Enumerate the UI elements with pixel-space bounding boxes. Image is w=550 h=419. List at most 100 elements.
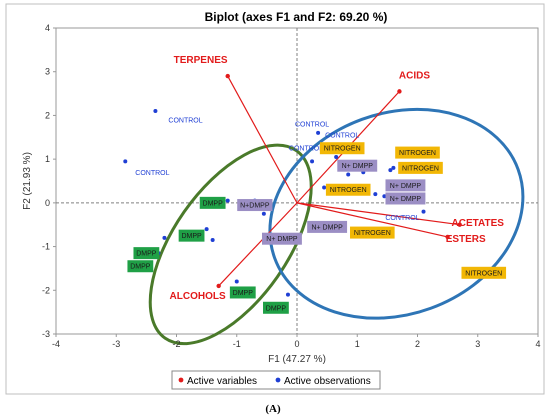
observation-label-control: CONTROL [385, 215, 419, 222]
observation-label-box [229, 286, 256, 299]
observation-point [285, 292, 290, 297]
observation-point [391, 165, 396, 170]
observation-label-box [395, 146, 440, 159]
observation-point [382, 194, 387, 199]
observation-label-nitrogen: NITROGEN [402, 165, 439, 172]
x-tick-label: -2 [172, 339, 180, 349]
observation-point [310, 159, 315, 164]
y-axis-label: F2 (21.93 %) [22, 152, 33, 210]
x-tick-label: 1 [355, 339, 360, 349]
legend-label-variables: Active variables [187, 376, 257, 387]
legend-label-observations: Active observations [284, 376, 371, 387]
variable-vector [296, 202, 448, 238]
y-tick-label: -3 [42, 329, 50, 339]
y-tick-label: 1 [45, 154, 50, 164]
observation-label-box [263, 301, 289, 314]
observation-label-box [385, 179, 426, 192]
observation-label-ndmpp: N+ DMPP [390, 183, 422, 190]
observation-label-box [261, 232, 302, 245]
observation-label-dmpp: DMPP [203, 200, 224, 207]
group-ellipse-acids [268, 107, 525, 320]
x-tick-label: -4 [52, 339, 60, 349]
chart-title: Biplot (axes F1 and F2: 69.20 %) [205, 10, 388, 24]
variable-point [397, 89, 402, 94]
observation-label-dmpp: DMPP [130, 264, 151, 271]
y-tick-label: -1 [42, 242, 50, 252]
y-tick-label: 3 [45, 67, 50, 77]
observation-label-dmpp: DMPP [136, 251, 157, 258]
x-tick-label: -3 [112, 339, 120, 349]
observation-point [204, 227, 209, 232]
y-tick-label: 4 [45, 23, 50, 33]
variable-vector [218, 202, 298, 287]
variable-vector [296, 202, 460, 226]
observation-label-box [337, 159, 378, 172]
observation-label-box [199, 196, 226, 209]
observation-point [388, 168, 393, 173]
observation-point [334, 154, 339, 159]
observation-point [225, 198, 230, 203]
observation-label-box [133, 247, 160, 260]
observation-point [234, 279, 239, 284]
x-tick-label: -1 [233, 339, 241, 349]
variable-point [445, 234, 450, 240]
observation-label-control: CONTROL [289, 146, 323, 153]
legend: Active variables Active observations [171, 370, 381, 390]
observation-label-nitrogen: NITROGEN [330, 187, 367, 194]
observation-point [162, 235, 167, 240]
observation-label-box [237, 199, 273, 212]
variable-point [216, 283, 221, 289]
y-tick-label: -2 [42, 285, 50, 295]
observation-label-ndmpp: N+DMPP [240, 203, 270, 210]
observation-label-box [319, 142, 365, 155]
observation-label-box [385, 192, 426, 205]
observation-point [261, 211, 266, 216]
observation-label-dmpp: DMPP [266, 305, 287, 312]
legend-marker-observations [275, 377, 281, 383]
x-tick-label: 4 [535, 339, 540, 349]
observation-label-ndmpp: N+ DMPP [266, 236, 298, 243]
observation-label-box [127, 260, 154, 273]
observation-label-nitrogen: NITROGEN [465, 270, 502, 277]
observation-point [316, 130, 321, 135]
observation-point [153, 109, 158, 114]
observation-label-ndmpp: N+ DMPP [342, 163, 374, 170]
observation-label-box [398, 161, 443, 174]
observation-point [123, 159, 128, 164]
observation-label-control: CONTROL [168, 117, 202, 124]
x-tick-label: 3 [475, 339, 480, 349]
observation-label-ndmpp: N+ DMPP [311, 224, 343, 231]
y-tick-label: 2 [45, 110, 50, 120]
variable-point [225, 73, 230, 79]
observation-label-box [461, 266, 507, 279]
observation-label-box [350, 226, 395, 239]
observation-label-dmpp: DMPP [233, 290, 254, 297]
observation-label-nitrogen: NITROGEN [324, 146, 361, 153]
group-ellipse-alcohols [148, 143, 313, 346]
groups-layer [148, 107, 525, 346]
variable-label: ACETATES [452, 218, 505, 229]
observation-label-control: CONTROL [295, 122, 329, 129]
observation-point [210, 238, 215, 243]
vectors-layer [216, 73, 462, 289]
legend-marker-variables [178, 377, 184, 383]
variable-vector [227, 75, 298, 204]
y-tick-label: 0 [45, 198, 50, 208]
observation-label-nitrogen: NITROGEN [399, 150, 436, 157]
plot-area: CONTROLCONTROLCONTROLCONTROLCONTROLCONTR… [55, 27, 539, 346]
x-tick-label: 0 [294, 339, 299, 349]
observation-label-box [325, 183, 371, 196]
observation-point [346, 172, 351, 177]
observation-label-control: CONTROL [135, 170, 169, 177]
x-axis-label: F1 (47.27 %) [268, 354, 326, 365]
observation-point [421, 209, 426, 214]
observation-label-control: CONTROL [325, 133, 359, 140]
observation-label-box [307, 220, 348, 233]
y-ticks: -3 -2 -1 0 1 2 3 4 [42, 23, 56, 339]
observation-point [373, 192, 378, 197]
observation-point [322, 185, 327, 190]
variable-label: ACIDS [399, 70, 430, 81]
